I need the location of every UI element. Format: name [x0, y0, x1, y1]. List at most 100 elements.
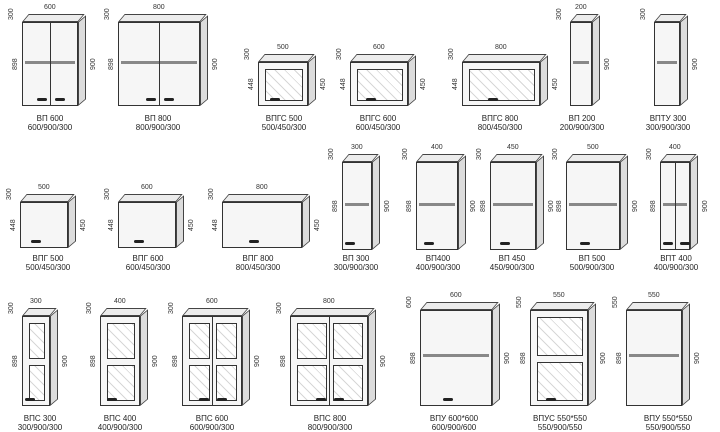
width-dimension: 800 [256, 184, 268, 191]
depth-dimension: 300 [448, 48, 455, 60]
cabinet-top-face [22, 14, 85, 22]
width-dimension: 600 [206, 298, 218, 305]
depth-dimension: 300 [8, 8, 15, 20]
depth-dimension: 300 [86, 302, 93, 314]
shelf [423, 354, 489, 357]
width-dimension: 800 [495, 44, 507, 51]
height-dimension: 900 [212, 58, 219, 70]
cabinet-front [22, 316, 50, 406]
cabinet-top-face [222, 194, 309, 202]
depth-dimension: 300 [276, 302, 283, 314]
cabinet-top-face [258, 54, 315, 62]
width-dimension: 500 [277, 44, 289, 51]
shelf [569, 203, 617, 206]
cabinet-name: ВПС 800 [313, 414, 347, 423]
height-dimension: 900 [694, 352, 701, 364]
depth-dimension: 300 [208, 188, 215, 200]
cabinet-side-face [176, 195, 184, 248]
glass-panel [107, 323, 135, 359]
height-dimension: 900 [152, 355, 159, 367]
shelf [493, 203, 533, 206]
width-dimension: 450 [507, 144, 519, 151]
cabinet-front [290, 316, 368, 406]
depth-dimension: 300 [476, 148, 483, 160]
width-dimension: 600 [44, 4, 56, 11]
inner-height-dimension: 898 [12, 355, 19, 367]
glass-panel [333, 365, 363, 401]
door-handle [546, 398, 556, 401]
depth-dimension: 300 [402, 148, 409, 160]
glass-panel [189, 365, 210, 401]
inner-height-dimension: 898 [520, 352, 527, 364]
inner-height-dimension: 898 [108, 58, 115, 70]
door-handle [366, 98, 376, 101]
cabinet-side-face [50, 309, 58, 406]
cabinet-size: 400/900/300 [415, 263, 461, 272]
shelf [419, 203, 455, 206]
cabinet-front [416, 162, 458, 250]
depth-dimension: 300 [104, 188, 111, 200]
depth-dimension: 300 [336, 48, 343, 60]
height-dimension: 900 [548, 200, 555, 212]
height-dimension: 900 [692, 58, 699, 70]
height-dimension: 900 [504, 352, 511, 364]
depth-dimension: 300 [104, 8, 111, 20]
door-handle [107, 398, 117, 401]
cabinet-name: ВПГС 800 [481, 114, 519, 123]
cabinet-name: ВП400 [425, 254, 451, 263]
width-dimension: 800 [323, 298, 335, 305]
cabinet-size: 800/450/300 [235, 263, 281, 272]
width-dimension: 300 [30, 298, 42, 305]
inner-height-dimension: 898 [172, 355, 179, 367]
cabinet-size: 550/900/550 [537, 423, 583, 432]
height-dimension: 900 [254, 355, 261, 367]
height-dimension: 450 [314, 219, 321, 231]
cabinet-name: ВПТ 400 [660, 254, 692, 263]
height-dimension: 450 [320, 78, 327, 90]
depth-dimension: 300 [556, 8, 563, 20]
cabinet-top-face [118, 194, 183, 202]
inner-height-dimension: 898 [556, 200, 563, 212]
cabinet-size: 400/900/300 [653, 263, 699, 272]
depth-dimension: 300 [6, 188, 13, 200]
height-dimension: 900 [632, 200, 639, 212]
cabinet-size: 300/900/300 [333, 263, 379, 272]
cabinet-front [20, 202, 68, 248]
height-dimension: 900 [62, 355, 69, 367]
door-handle [424, 242, 434, 245]
cabinet-front [626, 310, 682, 406]
cabinet-size: 500/450/300 [261, 123, 307, 132]
cabinet-top-face [290, 308, 375, 316]
cabinet-side-face [680, 15, 688, 107]
cabinet-size: 600/900/600 [431, 423, 477, 432]
glass-panel [469, 69, 535, 101]
height-dimension: 900 [90, 58, 97, 70]
height-dimension: 900 [384, 200, 391, 212]
width-dimension: 500 [38, 184, 50, 191]
door-handle [164, 98, 174, 101]
cabinet-front [118, 202, 176, 248]
door-split [675, 163, 676, 249]
glass-panel [29, 323, 45, 359]
cabinet-name: ВПС 400 [103, 414, 137, 423]
door-handle [500, 242, 510, 245]
depth-dimension: 300 [168, 302, 175, 314]
glass-panel [297, 365, 327, 401]
cabinet-front [222, 202, 302, 248]
glass-panel [297, 323, 327, 359]
cabinet-side-face [588, 303, 596, 406]
cabinet-front [490, 162, 536, 250]
